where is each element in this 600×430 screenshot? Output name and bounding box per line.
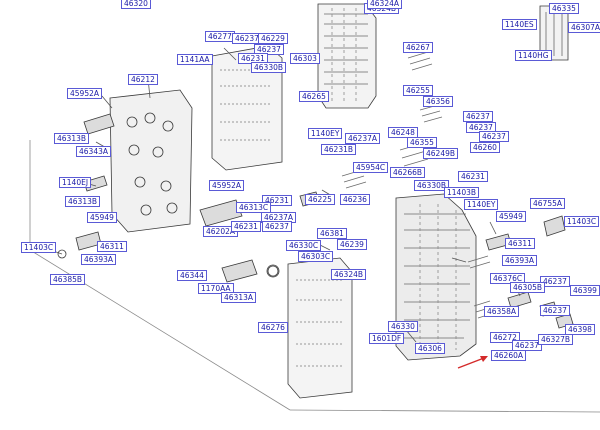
- part-number-label[interactable]: 45952A: [67, 88, 102, 99]
- part-number-label[interactable]: 1140EJ: [59, 177, 92, 188]
- part-number-label[interactable]: 46324A: [367, 0, 402, 9]
- part-number-label[interactable]: 46376C: [490, 273, 526, 284]
- part-number-label[interactable]: 46399: [570, 285, 600, 296]
- part-number-label[interactable]: 1601DF: [369, 333, 405, 344]
- part-number-label[interactable]: 1140ES: [502, 19, 537, 30]
- part-number-label[interactable]: 46330C: [286, 240, 322, 251]
- part-number-label[interactable]: 46398: [565, 324, 595, 335]
- part-number-label[interactable]: 46307A: [568, 22, 600, 33]
- part-number-label[interactable]: 46237: [463, 111, 493, 122]
- part-number-label[interactable]: 46305B: [510, 282, 546, 293]
- part-number-label[interactable]: 11403C: [564, 216, 600, 227]
- part-number-label[interactable]: 46236: [340, 194, 370, 205]
- part-number-label[interactable]: 46237: [512, 340, 542, 351]
- part-number-label[interactable]: 45954C: [353, 162, 389, 173]
- part-number-label[interactable]: 1141AA: [177, 54, 213, 65]
- part-number-label[interactable]: 46266B: [390, 167, 426, 178]
- part-number-label[interactable]: 46393A: [81, 254, 116, 265]
- part-number-label[interactable]: 46311: [97, 241, 127, 252]
- part-number-label[interactable]: 11403C: [21, 242, 57, 253]
- part-number-label[interactable]: 1170AA: [198, 283, 234, 294]
- part-number-label[interactable]: 46237A: [345, 133, 380, 144]
- part-number-label[interactable]: 46237: [540, 305, 570, 316]
- part-number-label[interactable]: 46324B: [331, 269, 367, 280]
- part-number-label[interactable]: 46358A: [484, 306, 519, 317]
- part-number-label[interactable]: 46255: [403, 85, 433, 96]
- part-number-label[interactable]: 46320: [121, 0, 151, 9]
- part-number-label[interactable]: 46330B: [414, 180, 450, 191]
- part-number-label[interactable]: 46385B: [50, 274, 86, 285]
- part-number-label[interactable]: 46381: [317, 228, 347, 239]
- part-number-label[interactable]: 46260: [470, 142, 500, 153]
- part-number-label[interactable]: 46265: [299, 91, 329, 102]
- part-number-label[interactable]: 46260A: [491, 350, 526, 361]
- part-number-label[interactable]: 46225: [305, 194, 335, 205]
- part-number-label[interactable]: 46267: [403, 42, 433, 53]
- part-number-label[interactable]: 46231: [458, 171, 488, 182]
- part-number-label[interactable]: 46335: [549, 3, 579, 14]
- part-number-label[interactable]: 46330B: [251, 62, 287, 73]
- part-number-label[interactable]: 1140HG: [515, 50, 552, 61]
- part-number-label[interactable]: 46237: [262, 221, 292, 232]
- part-number-label[interactable]: 46327B: [538, 334, 574, 345]
- part-number-label[interactable]: 46393A: [502, 255, 537, 266]
- part-number-label[interactable]: 46356: [423, 96, 453, 107]
- part-number-label[interactable]: 46248: [388, 127, 418, 138]
- part-number-label[interactable]: 46212: [128, 74, 158, 85]
- part-number-label[interactable]: 45949: [496, 211, 526, 222]
- part-number-label[interactable]: 46343A: [76, 146, 111, 157]
- part-number-label[interactable]: 11403B: [444, 187, 480, 198]
- part-number-label[interactable]: 46313A: [221, 292, 256, 303]
- part-number-label[interactable]: 46344: [177, 270, 207, 281]
- part-number-label[interactable]: 46330: [388, 321, 418, 332]
- part-number-label[interactable]: 46231: [262, 195, 292, 206]
- part-number-label[interactable]: 46355: [407, 137, 437, 148]
- part-number-label[interactable]: 46229: [258, 33, 288, 44]
- part-number-label[interactable]: 1140EY: [464, 199, 499, 210]
- part-number-label[interactable]: 1140EY: [308, 128, 343, 139]
- part-number-label[interactable]: 46272: [490, 332, 520, 343]
- part-number-label[interactable]: 46231: [231, 221, 261, 232]
- part-number-label[interactable]: 46277: [205, 31, 235, 42]
- part-number-label[interactable]: 46239: [337, 239, 367, 250]
- part-number-label[interactable]: 45952A: [209, 180, 244, 191]
- part-number-label[interactable]: 46311: [505, 238, 535, 249]
- part-number-label[interactable]: 46313B: [65, 196, 101, 207]
- part-number-label[interactable]: 46313C: [236, 202, 272, 213]
- part-number-label[interactable]: 46306: [415, 343, 445, 354]
- part-number-label[interactable]: 46303: [290, 53, 320, 64]
- part-number-label[interactable]: 45949: [87, 212, 117, 223]
- part-number-label[interactable]: 46249B: [423, 148, 459, 159]
- part-number-label[interactable]: 46276: [258, 322, 288, 333]
- part-number-label[interactable]: 46237: [479, 131, 509, 142]
- part-number-label[interactable]: 46231B: [321, 144, 357, 155]
- part-number-label[interactable]: 46303C: [298, 251, 334, 262]
- part-number-label[interactable]: 46755A: [530, 198, 565, 209]
- part-number-label[interactable]: 46237: [254, 44, 284, 55]
- part-number-label[interactable]: 46313B: [54, 133, 90, 144]
- part-number-label[interactable]: 46237: [540, 276, 570, 287]
